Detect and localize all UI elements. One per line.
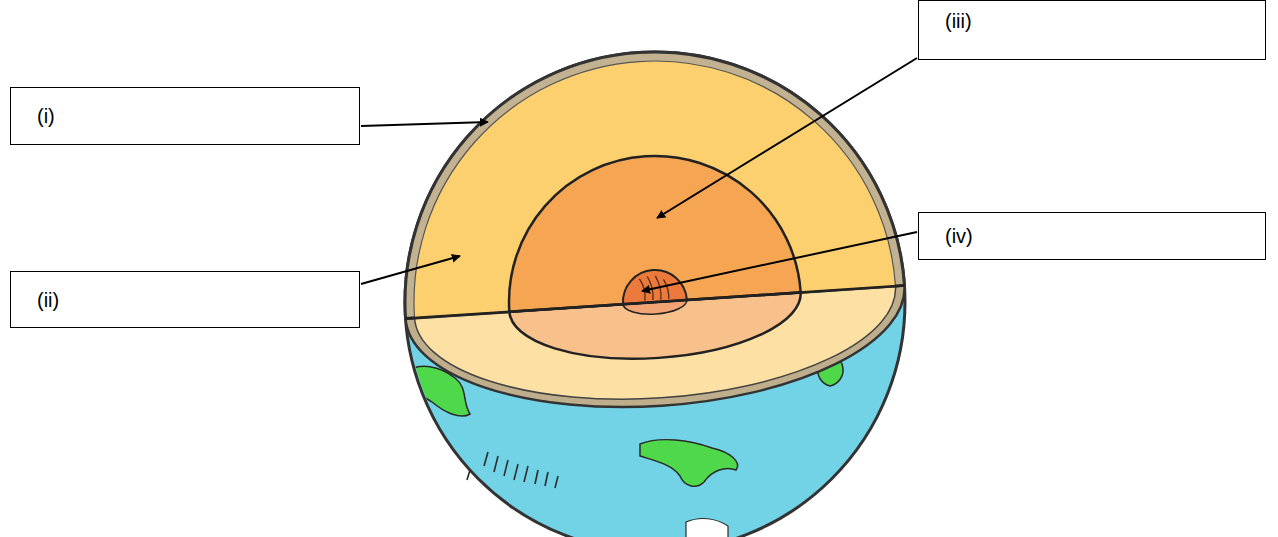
label-number: (ii) xyxy=(37,288,59,312)
leader-line xyxy=(361,122,488,126)
outer-core-layer xyxy=(500,147,801,312)
hatch-line xyxy=(504,460,508,476)
cutaway-section xyxy=(389,36,911,422)
label-box: (ii) xyxy=(10,271,360,328)
cut-line xyxy=(406,285,905,318)
hatch-line xyxy=(545,472,548,486)
leader-line xyxy=(657,58,917,218)
shading-hatch xyxy=(467,452,558,488)
leader-line xyxy=(642,232,917,291)
hatch-line xyxy=(535,470,538,484)
label-number: (iii) xyxy=(945,9,972,33)
leader-line xyxy=(361,256,460,284)
leader-lines xyxy=(361,58,917,291)
label-number: (iv) xyxy=(945,224,973,248)
hatch-line xyxy=(467,470,470,480)
label-box: (iii) xyxy=(918,0,1266,60)
hatch-line xyxy=(514,464,518,480)
hatch-line xyxy=(494,456,498,472)
hatch-line xyxy=(484,452,488,466)
hatch-line xyxy=(555,476,558,488)
ice-cap xyxy=(686,519,728,537)
mantle-layer xyxy=(399,46,896,318)
inner-core-layer xyxy=(621,268,687,304)
label-box: (i) xyxy=(10,87,360,145)
hatch-line xyxy=(524,466,528,482)
hatch-line xyxy=(664,279,669,299)
continent xyxy=(640,440,738,487)
label-box: (iv) xyxy=(918,212,1266,260)
crust-layer xyxy=(389,36,904,319)
label-number: (i) xyxy=(37,104,55,128)
